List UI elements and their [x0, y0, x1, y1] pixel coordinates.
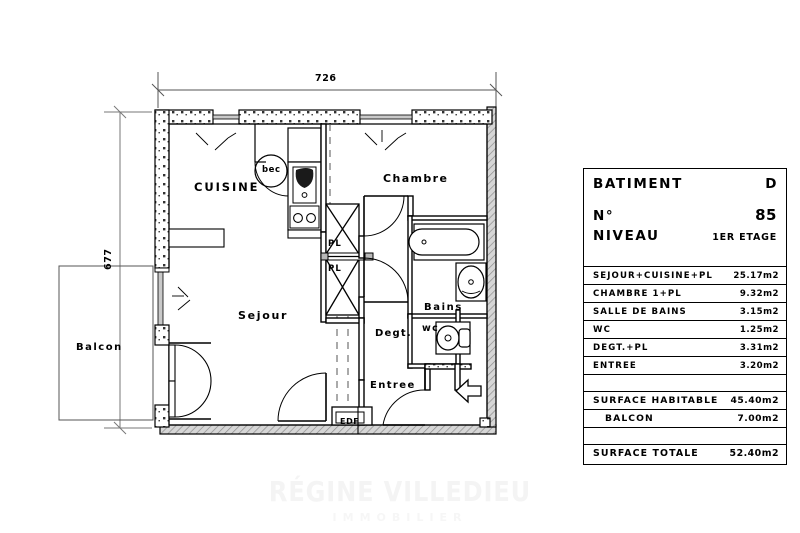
- header-spacer: [593, 192, 777, 206]
- balcony-doors: [168, 342, 212, 420]
- table-row: CHAMBRE 1+PL 9.32m2: [584, 285, 786, 303]
- kitchen-appliances: [287, 127, 322, 239]
- total-value: 52.40m2: [729, 448, 779, 459]
- wall-right: [486, 106, 497, 428]
- room-label-wc: wc: [422, 323, 440, 334]
- room-label-entree: Entree: [370, 380, 416, 391]
- placard-rail: [320, 252, 374, 261]
- front-door: [382, 368, 426, 426]
- dimension-horizontal: [151, 72, 503, 108]
- table-row: WC 1.25m2: [584, 321, 786, 339]
- table-row: SALLE DE BAINS 3.15m2: [584, 303, 786, 321]
- corner-stubs: [479, 417, 491, 428]
- total-label: SURFACE TOTALE: [593, 448, 699, 459]
- entree-door: [277, 372, 327, 422]
- row-value: 1.25m2: [739, 325, 779, 335]
- closet-label-pl-lower: PL: [328, 264, 343, 274]
- fixture-label-bec: bec: [262, 165, 281, 175]
- dimension-vertical: [104, 105, 152, 435]
- row-value: 45.40m2: [730, 395, 779, 406]
- entry-arrow: [455, 378, 482, 404]
- room-label-balcon: Balcon: [76, 342, 123, 353]
- row-value: 7.00m2: [737, 413, 779, 424]
- bec-circle: [254, 154, 288, 188]
- cuisine-door: [254, 124, 290, 197]
- table-row-summary: BALCON 7.00m2: [584, 410, 786, 428]
- level-value: 1ER ETAGE: [712, 232, 777, 243]
- closet-label-pl-upper: PL: [328, 239, 343, 249]
- edf-box: [331, 406, 373, 434]
- dimension-label-horizontal: 726: [315, 73, 337, 84]
- table-spacer-row: [584, 428, 786, 445]
- room-label-sejour: Sejour: [238, 309, 289, 322]
- row-label: SALLE DE BAINS: [593, 307, 687, 317]
- info-table-body: SEJOUR+CUISINE+PL 25.17m2 CHAMBRE 1+PL 9…: [584, 267, 786, 464]
- table-row-summary: SURFACE HABITABLE 45.40m2: [584, 392, 786, 410]
- kitchen-counter: [168, 228, 225, 248]
- table-row: ENTREE 3.20m2: [584, 357, 786, 375]
- window-swing-marks: [172, 130, 407, 311]
- chambre-door: [363, 195, 408, 237]
- row-label: SURFACE HABITABLE: [593, 395, 719, 406]
- degt-door: [363, 257, 410, 303]
- row-label: ENTREE: [593, 361, 637, 371]
- number-row: N° 85: [593, 206, 777, 224]
- row-label: CHAMBRE 1+PL: [593, 289, 682, 299]
- central-partition: [320, 123, 327, 323]
- table-row-total: SURFACE TOTALE 52.40m2: [584, 445, 786, 464]
- row-value: 3.20m2: [739, 361, 779, 371]
- table-spacer-row: [584, 375, 786, 392]
- level-label: NIVEAU: [593, 228, 660, 244]
- interior-walls: [325, 235, 365, 426]
- number-label: N°: [593, 208, 615, 224]
- placard-upper: [325, 203, 360, 255]
- bathroom-walls: [407, 195, 488, 319]
- bathroom-sink: [455, 262, 487, 302]
- surface-info-table: BATIMENT D N° 85 NIVEAU 1ER ETAGE SEJOUR…: [583, 168, 787, 465]
- row-value: 9.32m2: [739, 289, 779, 299]
- row-label: BALCON: [605, 413, 654, 424]
- toilet: [435, 321, 471, 355]
- row-label: WC: [593, 325, 611, 335]
- meter-label-edf: EDF: [340, 417, 360, 426]
- number-value: 85: [755, 206, 777, 224]
- level-row: NIVEAU 1ER ETAGE: [593, 228, 777, 244]
- placard-lower: [325, 258, 360, 316]
- info-table-header: BATIMENT D N° 85 NIVEAU 1ER ETAGE: [584, 169, 786, 267]
- table-row: DEGT.+PL 3.31m2: [584, 339, 786, 357]
- wall-top: [154, 109, 493, 125]
- row-value: 3.31m2: [739, 343, 779, 353]
- room-label-bains: Bains: [424, 302, 463, 313]
- dimension-label-vertical: 677: [103, 248, 114, 270]
- building-label: BATIMENT: [593, 176, 683, 192]
- wall-left: [154, 109, 170, 428]
- room-label-cuisine: CUISINE: [194, 180, 260, 194]
- row-value: 3.15m2: [739, 307, 779, 317]
- row-value: 25.17m2: [733, 271, 779, 281]
- table-row: SEJOUR+CUISINE+PL 25.17m2: [584, 267, 786, 285]
- room-label-chambre: Chambre: [383, 172, 449, 185]
- bathtub: [408, 223, 485, 261]
- row-label: DEGT.+PL: [593, 343, 649, 353]
- building-value: D: [765, 176, 777, 192]
- room-label-degt: Degt.: [375, 328, 412, 339]
- row-label: SEJOUR+CUISINE+PL: [593, 271, 713, 281]
- balcony-outline: [58, 265, 154, 421]
- building-row: BATIMENT D: [593, 176, 777, 192]
- wall-bottom: [159, 424, 497, 435]
- entrance-walls: [424, 363, 472, 391]
